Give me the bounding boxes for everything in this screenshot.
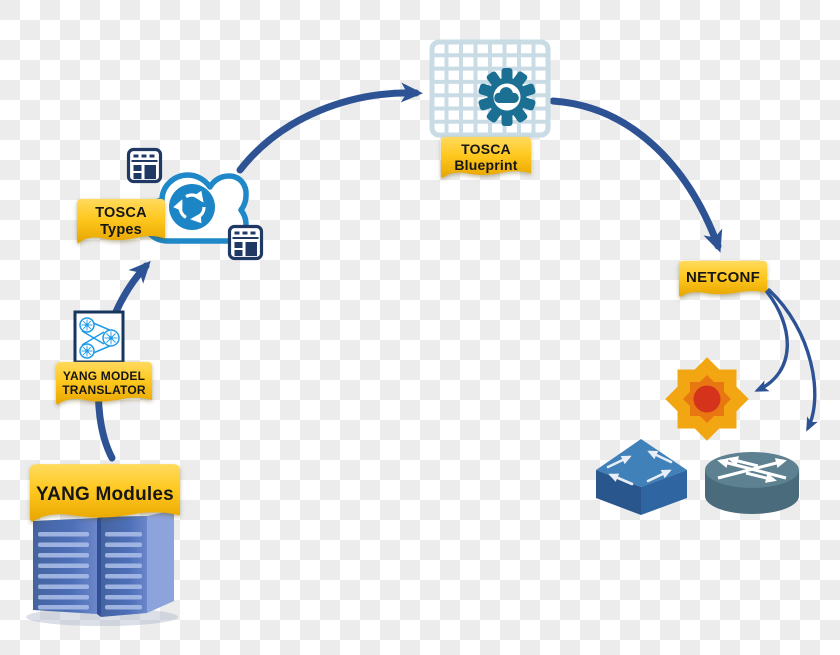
tosca-blueprint-line1: TOSCA <box>461 140 511 157</box>
ribbon-shape <box>441 136 531 178</box>
gear-cloud-icon <box>478 68 536 126</box>
tosca-blueprint-line2: Blueprint <box>454 156 518 173</box>
ribbon-shape <box>30 464 180 522</box>
pulley-translator-icon <box>73 310 125 364</box>
netconf-label-text: NETCONF <box>686 269 760 287</box>
ribbon-shape <box>679 260 767 297</box>
tosca-types-line1: TOSCA <box>95 205 147 222</box>
network-router-icon <box>705 452 799 514</box>
yang-modules-label: YANG Modules <box>36 483 174 505</box>
flow-arrow-netconf-to-router <box>767 288 818 432</box>
blueprint-grid-icon <box>429 39 551 138</box>
flow-arrow-blueprint-to-netconf <box>549 97 723 253</box>
yang-modules-banner: YANG Modules <box>30 463 180 533</box>
tosca-blueprint-label: TOSCA Blueprint <box>441 136 531 186</box>
translator-label-line1: YANG MODEL <box>62 369 146 384</box>
flow-arrow-netconf-to-star <box>754 290 789 392</box>
tosca-types-line2: Types <box>100 221 142 238</box>
flow-arrow-toscatypes-to-blueprint <box>236 82 423 174</box>
orchestration-star-icon <box>665 357 749 441</box>
tosca-types-label: TOSCA Types <box>77 198 165 252</box>
network-switch-icon <box>596 439 687 515</box>
app-window-icon <box>227 224 264 261</box>
recycle-arrows-icon <box>169 184 215 230</box>
translator-label-line2: TRANSLATOR <box>62 382 146 397</box>
netconf-label: NETCONF <box>679 260 767 304</box>
yang-model-translator-label: YANG MODEL TRANSLATOR <box>56 361 152 413</box>
app-window-icon <box>126 147 163 184</box>
